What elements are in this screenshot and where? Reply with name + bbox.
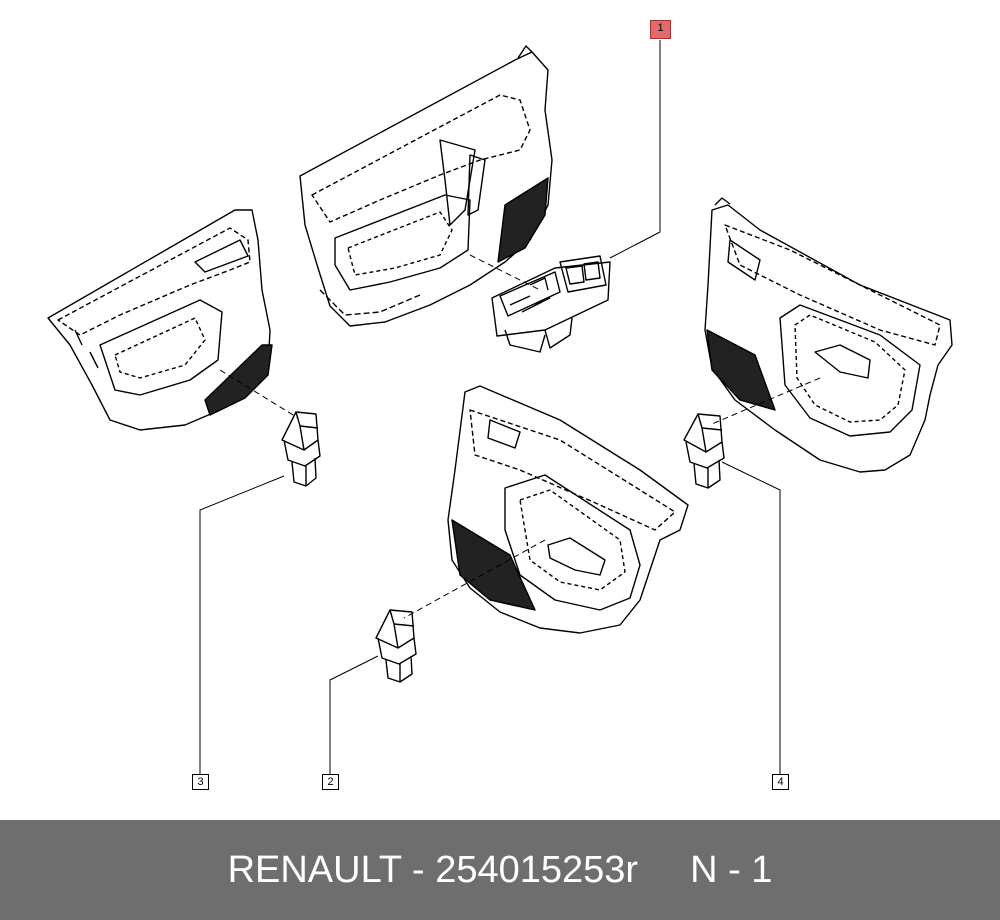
callout-1: 1 [650,20,671,39]
exploded-parts-diagram [47,40,953,774]
callout-4: 4 [772,774,789,790]
door-panel-rear-right [447,385,689,634]
door-panel-front-right [704,197,953,473]
window-switch-rear-right [375,609,417,683]
assembly-lines [219,254,821,619]
door-panel-front-left [299,45,553,327]
door-panel-rear-left [47,209,273,431]
footer-bar: RENAULT - 254015253r N - 1 [0,820,1000,920]
callout-3: 3 [192,774,209,790]
part-number-label: RENAULT - 254015253r [227,848,639,891]
callout-2: 2 [322,774,339,790]
window-switch-rear-left [281,411,321,487]
reference-label: N - 1 [690,848,773,891]
leader-lines [199,40,781,774]
window-switch-front-right [683,413,725,489]
master-window-switch [491,255,611,353]
